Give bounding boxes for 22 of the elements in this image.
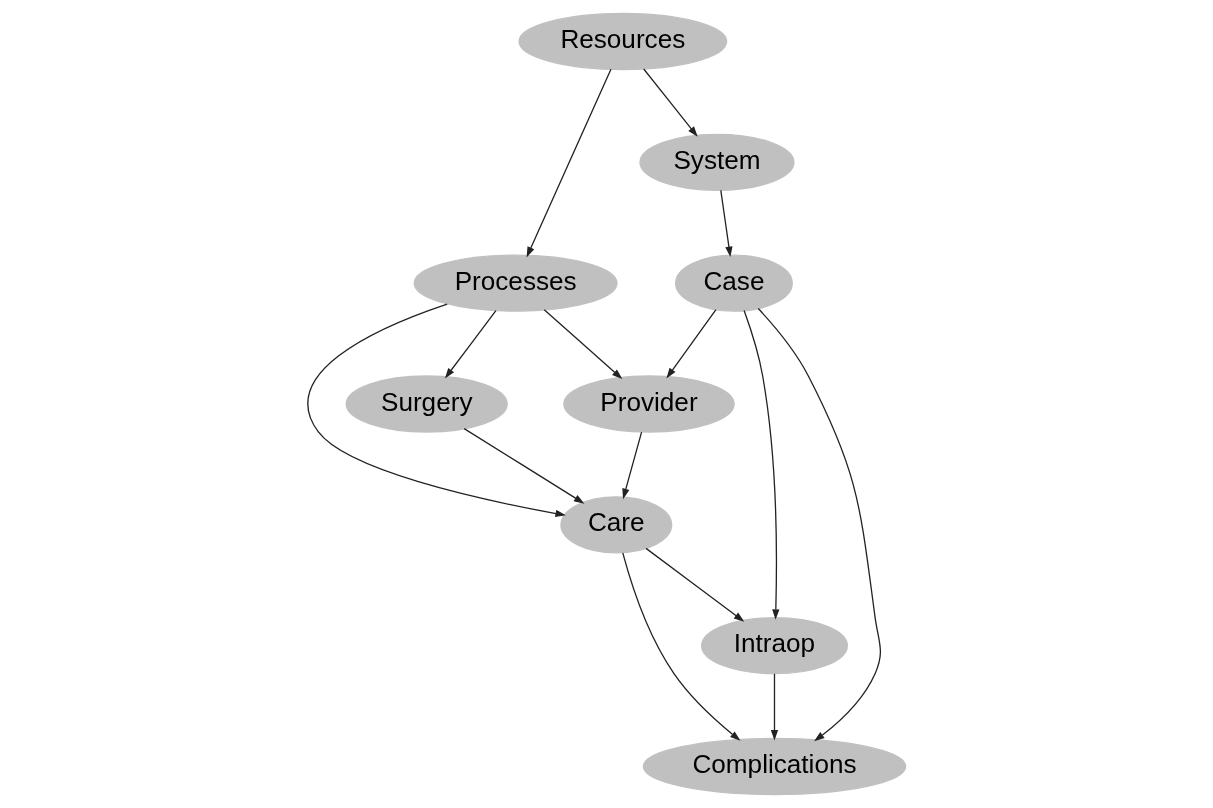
- node-ellipse: Case: [675, 254, 793, 312]
- arrow: [770, 673, 779, 741]
- node-ellipse: Processes: [413, 254, 618, 312]
- node-ellipse: Surgery: [345, 375, 508, 433]
- node-ellipse: Intraop: [701, 617, 848, 675]
- arrow: [307, 303, 566, 518]
- node-ellipse: System: [639, 133, 795, 191]
- arrow: [444, 310, 497, 379]
- arrow: [720, 189, 733, 258]
- node-ellipse: Resources: [518, 12, 728, 71]
- arrow: [645, 547, 745, 622]
- node-ellipse: Provider: [563, 375, 735, 433]
- arrow: [743, 309, 780, 620]
- arrow: [643, 68, 698, 137]
- arrow: [757, 307, 882, 742]
- node-ellipse: Complications: [642, 737, 907, 796]
- arrow: [543, 309, 623, 380]
- arrow: [622, 552, 741, 741]
- arrow: [463, 428, 585, 504]
- arrow: [526, 68, 612, 258]
- arrow: [622, 431, 643, 500]
- arrow: [666, 308, 717, 379]
